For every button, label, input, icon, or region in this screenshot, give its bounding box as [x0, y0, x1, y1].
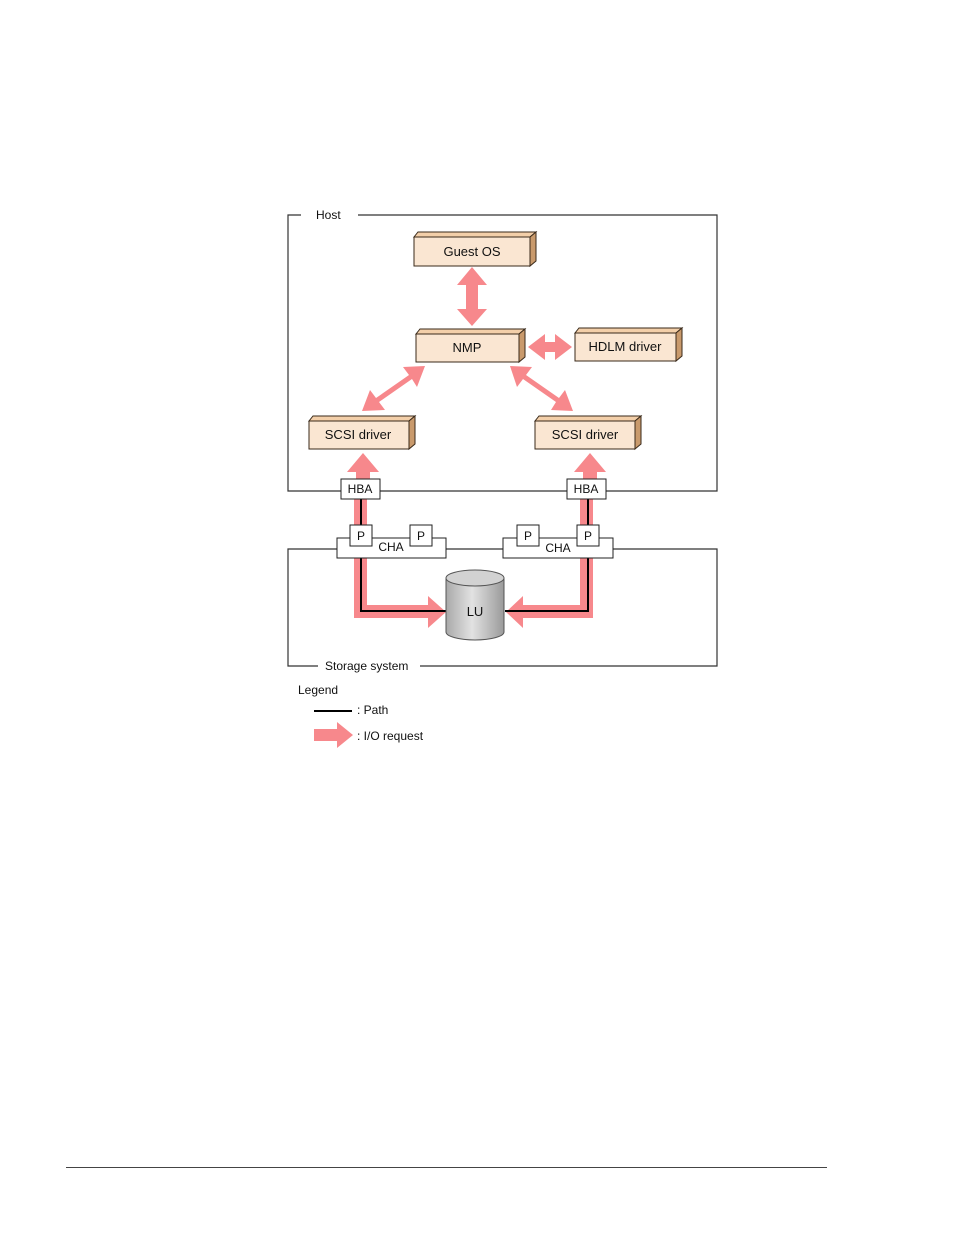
port-label: P	[584, 529, 592, 543]
cha-left-port-2: P	[410, 525, 432, 546]
hdlm-driver-label: HDLM driver	[589, 339, 663, 354]
port-label: P	[417, 529, 425, 543]
cha-right-label: CHA	[545, 541, 570, 555]
io-arrow-guestos-nmp	[457, 267, 487, 326]
lu-label: LU	[467, 604, 484, 619]
io-band-right	[506, 497, 593, 628]
guest-os-label: Guest OS	[443, 244, 500, 259]
port-label: P	[524, 529, 532, 543]
host-label: Host	[316, 208, 341, 222]
io-arrow-hba-left-up	[347, 453, 379, 482]
storage-label: Storage system	[325, 659, 408, 673]
io-arrow-hba-right-up	[574, 453, 606, 482]
hba-left: HBA	[341, 479, 380, 499]
cha-right: CHA P P	[503, 525, 613, 558]
io-arrow-nmp-hdlm	[528, 334, 572, 360]
hba-left-label: HBA	[348, 482, 373, 496]
cha-left-port-1: P	[350, 525, 372, 546]
legend-io-label: : I/O request	[357, 729, 424, 743]
scsi-driver-box-right: SCSI driver	[535, 416, 641, 449]
io-arrow-nmp-scsi-right	[510, 366, 573, 411]
scsi-driver-left-label: SCSI driver	[325, 427, 392, 442]
legend: Legend : Path : I/O request	[298, 683, 424, 748]
cha-left: CHA P P	[337, 525, 446, 558]
io-band-left	[354, 497, 446, 628]
footer-rule	[66, 1167, 827, 1168]
hdlm-driver-box: HDLM driver	[575, 328, 682, 361]
cha-left-label: CHA	[378, 540, 403, 554]
legend-path-label: : Path	[357, 703, 388, 717]
legend-io-swatch	[314, 722, 353, 748]
hba-right: HBA	[567, 479, 606, 499]
guest-os-box: Guest OS	[414, 232, 536, 266]
cha-right-port-2: P	[577, 525, 599, 546]
nmp-label: NMP	[453, 340, 482, 355]
legend-title: Legend	[298, 683, 338, 697]
nmp-box: NMP	[416, 329, 525, 362]
hba-right-label: HBA	[574, 482, 599, 496]
scsi-driver-box-left: SCSI driver	[309, 416, 415, 449]
lu-cylinder: LU	[446, 570, 504, 640]
scsi-driver-right-label: SCSI driver	[552, 427, 619, 442]
port-label: P	[357, 529, 365, 543]
io-arrow-nmp-scsi-left	[362, 366, 425, 411]
cha-right-port-1: P	[517, 525, 539, 546]
